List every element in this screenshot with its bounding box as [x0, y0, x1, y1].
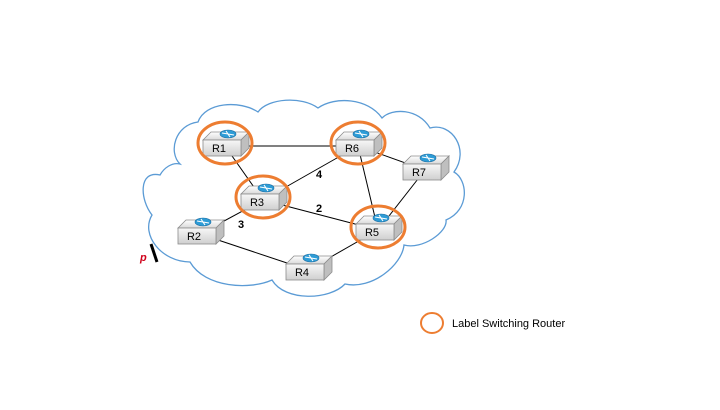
ingress-port: p — [139, 243, 159, 264]
lsr-ring — [329, 120, 387, 166]
router-arrows-icon — [352, 129, 370, 139]
router-r1[interactable]: R1 — [196, 120, 254, 166]
link-label-r2-r3: 3 — [238, 219, 244, 231]
router-r2[interactable]: R2 — [177, 217, 225, 245]
router-body — [355, 223, 395, 241]
router-arrows-icon — [219, 129, 237, 139]
legend: Label Switching Router — [420, 312, 565, 334]
router-label: R3 — [250, 197, 264, 209]
router-arrows-icon — [302, 253, 320, 263]
router-body — [202, 139, 242, 157]
router-body — [402, 163, 442, 181]
router-r7[interactable]: R7 — [402, 153, 450, 181]
port-label: p — [139, 252, 147, 264]
legend-label: Label Switching Router — [452, 318, 565, 330]
router-arrows-icon — [372, 213, 390, 223]
router-body — [177, 227, 217, 245]
router-r5[interactable]: R5 — [349, 204, 407, 250]
lsr-ring — [349, 204, 407, 250]
router-arrows-icon — [257, 183, 275, 193]
router-r3[interactable]: R3 — [234, 174, 292, 220]
router-arrows-icon — [419, 153, 437, 163]
link-label-r3-r5: 2 — [316, 203, 322, 215]
router-label: R5 — [365, 227, 379, 239]
router-r6[interactable]: R6 — [329, 120, 387, 166]
router-body — [285, 263, 325, 281]
router-arrows-icon — [194, 217, 212, 227]
lsr-ring — [196, 120, 254, 166]
router-label: R1 — [212, 143, 226, 155]
router-r4[interactable]: R4 — [285, 253, 333, 281]
router-label: R6 — [345, 143, 359, 155]
edge-labels: 3 4 2 — [238, 169, 323, 231]
router-body — [335, 139, 375, 157]
lsr-ring — [234, 174, 292, 220]
router-label: R4 — [295, 267, 309, 279]
link-label-r3-r6: 4 — [316, 169, 323, 181]
router-label: R2 — [187, 231, 201, 243]
router-label: R7 — [412, 167, 426, 179]
legend-lsr-ring-icon — [420, 312, 444, 334]
router-body — [240, 193, 280, 211]
